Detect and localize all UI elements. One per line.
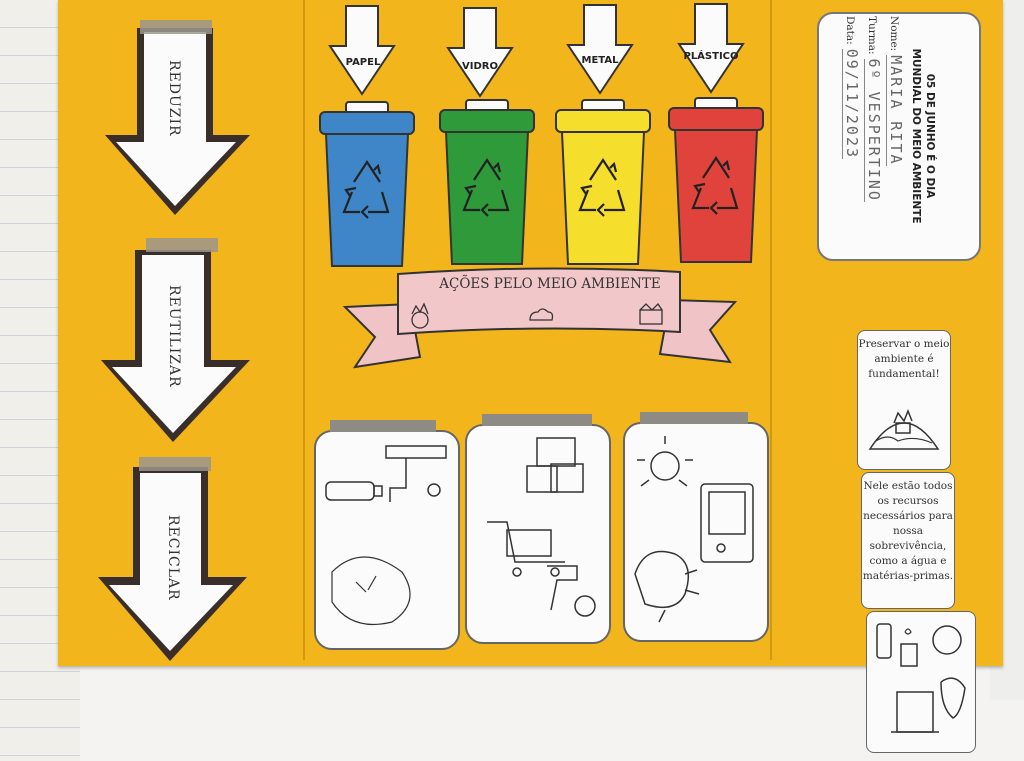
fold-line [770, 0, 772, 660]
reduzir-jar[interactable] [314, 430, 460, 650]
reutilizar-jar[interactable] [465, 424, 611, 644]
jar-lid [482, 414, 592, 426]
plastico-arrow [677, 2, 745, 94]
trash-icon [331, 556, 411, 626]
planet-icon [411, 302, 429, 329]
faucet-bottle-trash-icon [325, 445, 447, 626]
planet-icon [868, 408, 940, 450]
resources-line1: Nele estão todos [863, 480, 953, 492]
shopping-cart-icon [487, 521, 565, 577]
papel-arrow [328, 4, 396, 96]
date-row: Data: 09/11/2023 [842, 16, 861, 256]
factory-icon [639, 302, 663, 325]
info-title-line1: 05 DE JUNHO É O DIA [924, 73, 936, 199]
resources-line6: como a água e [869, 555, 947, 567]
banner-title: AÇÕES PELO MEIO AMBIENTE [439, 276, 661, 292]
reutilizar-arrow[interactable]: REUTILIZAR [98, 235, 258, 445]
recycle-icon [342, 159, 390, 219]
preserve-card[interactable]: Preservar o meio ambiente é fundamental! [857, 330, 951, 470]
metal-bin[interactable] [552, 98, 654, 268]
faucet-icon [385, 445, 447, 502]
plastico-bin[interactable] [665, 96, 767, 266]
arrow-down-icon [566, 4, 634, 95]
bottle-icon [325, 481, 383, 501]
computer-icon [700, 483, 754, 563]
reduzir-label: REDUZIR [166, 60, 182, 137]
recycle-bin-icon [319, 101, 415, 267]
arrow-down-icon [328, 5, 396, 96]
resources-line3: necessários para [863, 510, 953, 522]
metal-arrow [566, 3, 634, 95]
vidro-arrow [446, 6, 514, 98]
shopping-bag-icon [526, 437, 584, 493]
reutilizar-label: REUTILIZAR [166, 285, 182, 388]
resources-line2: os recursos [877, 495, 939, 507]
brain-icon [634, 550, 700, 623]
reciclar-arrow[interactable]: RECICLAR [95, 455, 255, 665]
vidro-bin[interactable] [436, 98, 538, 268]
arrow-down-icon [677, 3, 745, 94]
coin-hand-icon [547, 565, 596, 617]
name-row: Nome: MARIA RITA [886, 16, 905, 256]
recycle-bin-icon [439, 99, 535, 265]
jar-lid [640, 412, 748, 424]
ideas-icon [634, 436, 754, 623]
reciclar-label: RECICLAR [165, 515, 181, 601]
tape [140, 20, 212, 34]
resources-card[interactable]: Nele estão todos os recursos necessários… [861, 472, 955, 609]
recycle-icon [691, 155, 739, 215]
info-title-line2: MUNDIAL DO MEIO AMBIENTE [910, 48, 922, 224]
recycle-icon [462, 157, 510, 217]
metal-label: METAL [581, 55, 619, 66]
student-info-card: 05 DE JUNHO É O DIA MUNDIAL DO MEIO AMBI… [817, 12, 981, 261]
resources-line7: matérias-primas. [862, 570, 954, 582]
banner-ribbon [340, 262, 740, 372]
preserve-line3: fundamental! [868, 368, 940, 380]
papel-label: PAPEL [345, 57, 381, 68]
class-value: 6º VESPERTINO [864, 58, 883, 202]
jar-lid [330, 420, 436, 432]
food-water-icon [876, 623, 966, 733]
resources-illustration-card[interactable] [866, 611, 976, 753]
arrow-down-icon [446, 7, 514, 98]
arrow-down-icon [98, 467, 247, 661]
preserve-line1: Preservar o meio [858, 338, 950, 350]
arrow-down-icon [101, 250, 250, 442]
cloud-icon [529, 308, 554, 321]
vidro-label: VIDRO [462, 61, 498, 72]
fold-line [303, 0, 305, 660]
light-bulb-icon [637, 436, 693, 487]
recycle-bin-icon [668, 97, 764, 263]
recycle-icon [578, 157, 626, 217]
papel-bin[interactable] [316, 100, 418, 270]
recycle-bin-icon [555, 99, 651, 265]
tape [139, 457, 211, 471]
resources-line5: sobrevivência, [869, 540, 947, 552]
date-value: 09/11/2023 [842, 48, 861, 160]
plastico-label: PLÁSTICO [683, 51, 739, 62]
tape [146, 238, 218, 252]
class-row: Turma: 6º VESPERTINO [864, 16, 883, 256]
name-value: MARIA RITA [886, 55, 905, 166]
reciclar-jar[interactable] [623, 422, 769, 642]
preserve-line2: ambiente é [874, 353, 934, 365]
date-label: Data: [844, 16, 856, 45]
name-label: Nome: [888, 16, 900, 52]
resources-line4: nossa [892, 525, 924, 537]
shopping-icon [487, 437, 596, 617]
arrow-down-icon [105, 28, 250, 215]
class-label: Turma: [866, 16, 878, 55]
reduzir-arrow[interactable]: REDUZIR [100, 10, 260, 220]
ribbon-icon [342, 267, 738, 369]
